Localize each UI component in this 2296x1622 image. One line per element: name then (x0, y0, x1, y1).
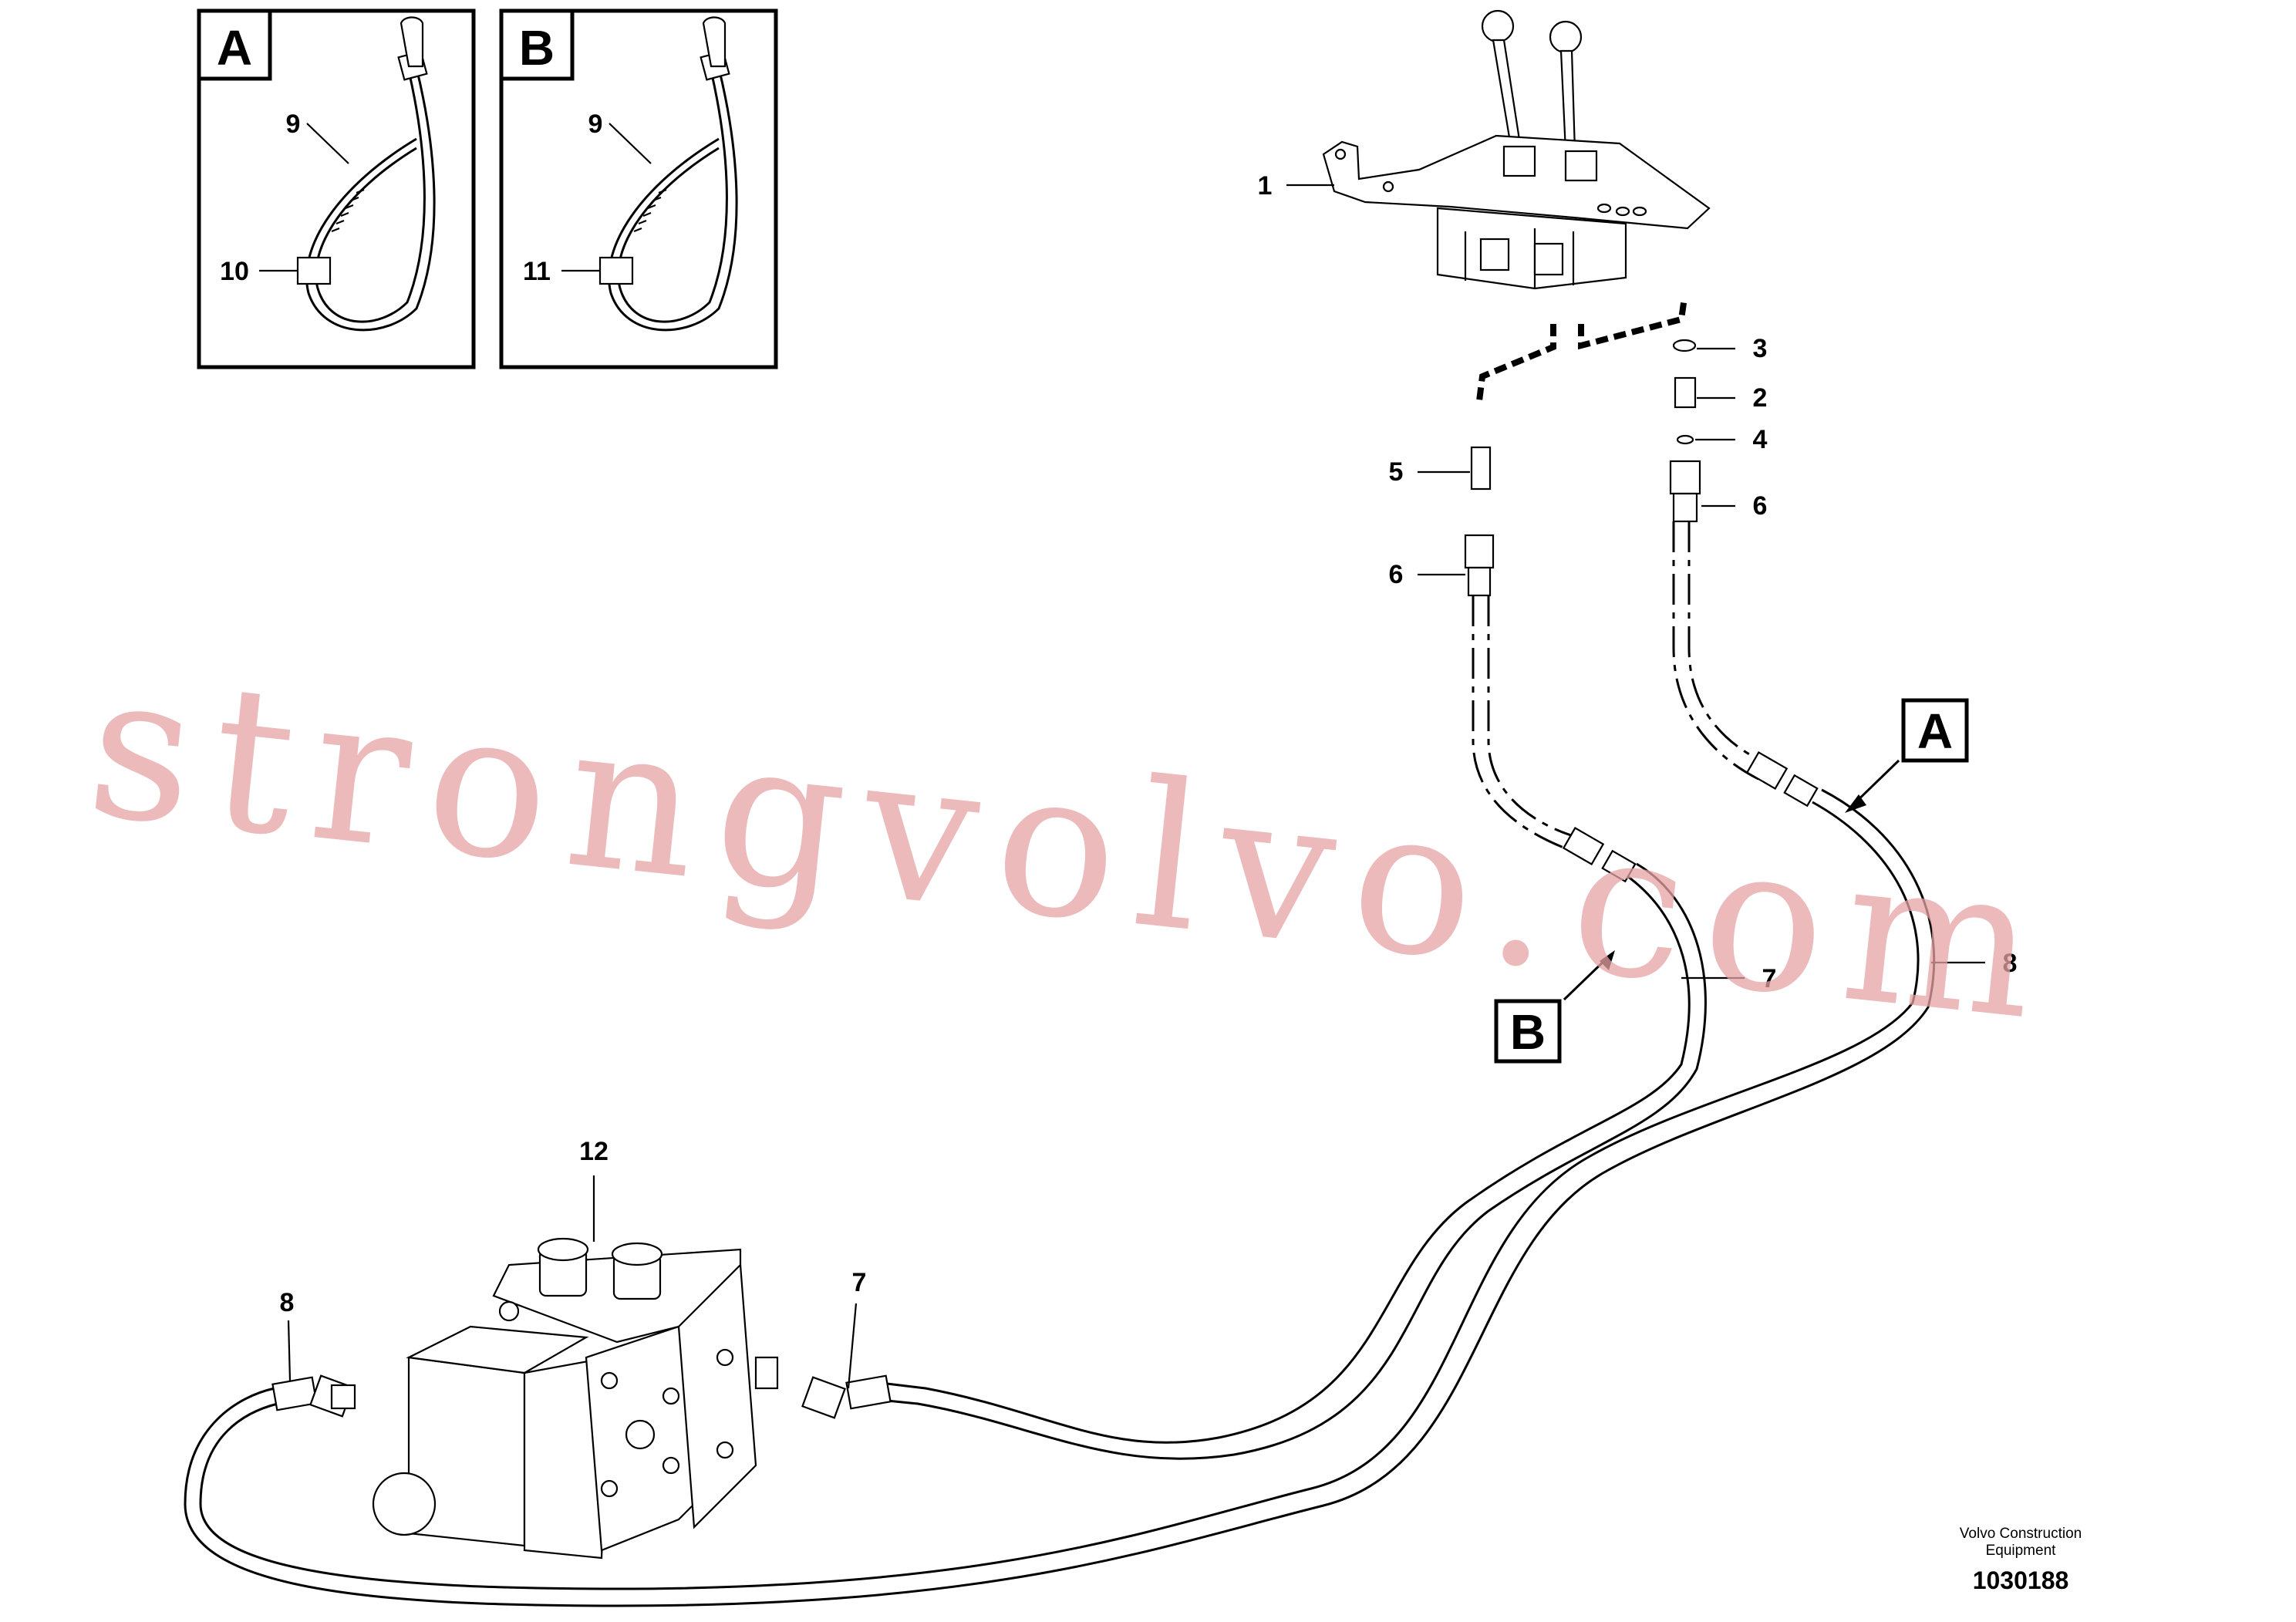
nipple-left-icon (1470, 446, 1492, 491)
company-line-1: Volvo Construction (1960, 1526, 2082, 1542)
clip-a-icon (296, 256, 332, 285)
svg-text:B: B (1510, 1004, 1546, 1060)
left-fitting-stack (1464, 446, 1495, 597)
callout-7-lower: 7 (852, 1268, 867, 1297)
lever-control-unit (1322, 9, 1711, 290)
callout-6-right: 6 (1753, 491, 1768, 521)
callout-11: 11 (523, 257, 551, 286)
detail-view-a-letter: A (217, 20, 252, 76)
detail-view-a: A 9 10 (197, 8, 476, 369)
watermark: strongvolvo.com (79, 629, 2066, 1067)
callout-2: 2 (1753, 383, 1768, 413)
callout-3: 3 (1753, 334, 1768, 363)
callout-8-upper: 8 (2003, 949, 2018, 978)
hose-7-nut-icon (801, 1376, 846, 1419)
detail-view-b-letter: B (519, 20, 555, 76)
view-marker-a: A (1845, 698, 1969, 813)
clip-b-icon (598, 256, 634, 285)
callout-6-left: 6 (1389, 560, 1404, 589)
nipple-right-icon (1674, 376, 1697, 409)
washer-icon (1672, 339, 1697, 352)
callout-7-upper: 7 (1762, 964, 1777, 993)
hose-7 (801, 595, 1707, 1460)
callout-4: 4 (1753, 425, 1768, 454)
company-line-2: Equipment (1986, 1543, 2057, 1559)
cable-tie-b (598, 16, 738, 332)
callout-9-a: 9 (286, 110, 301, 139)
callout-10: 10 (220, 257, 249, 286)
svg-text:A: A (1917, 703, 1953, 759)
callout-5: 5 (1389, 457, 1404, 487)
view-marker-b: B (1494, 950, 1615, 1064)
right-fitting-stack (1669, 339, 1701, 523)
o-ring-icon (1676, 434, 1694, 445)
callout-9-b: 9 (588, 110, 603, 139)
callout-8-lower: 8 (280, 1288, 295, 1317)
drawing-number: 1030188 (1973, 1566, 2069, 1594)
hose-8 (184, 521, 1936, 1607)
detail-view-b: B 9 11 (499, 8, 778, 369)
callout-12: 12 (579, 1137, 609, 1166)
control-valve (330, 1237, 779, 1560)
cable-tie-a (296, 16, 436, 332)
callout-1: 1 (1258, 171, 1273, 201)
